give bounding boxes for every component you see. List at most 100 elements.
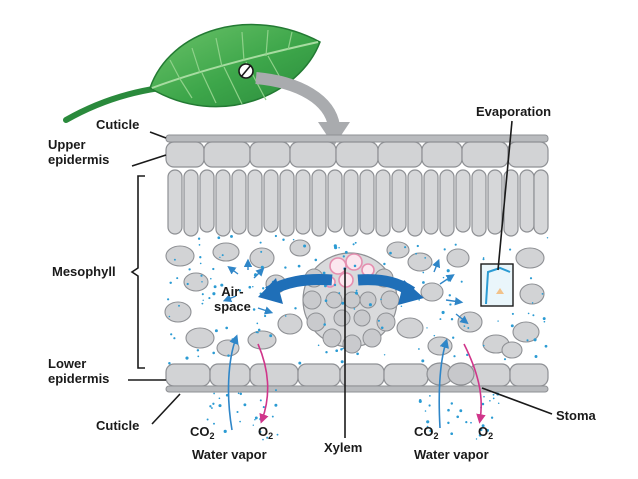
leader-cuticle-top xyxy=(149,131,167,139)
water-vapor-dot xyxy=(298,361,302,365)
subscript-2: 2 xyxy=(209,431,215,441)
water-vapor-dot xyxy=(196,349,200,352)
label-o2-left: O2 xyxy=(258,424,274,441)
water-vapor-dot xyxy=(218,404,222,408)
water-vapor-dot xyxy=(255,331,258,334)
water-vapor-dot xyxy=(466,353,469,357)
label-cuticle-top: Cuticle xyxy=(96,117,140,132)
water-vapor-dot xyxy=(356,352,359,356)
water-vapor-dot xyxy=(197,237,201,240)
water-vapor-dot xyxy=(482,258,485,261)
label-mesophyll: Mesophyll xyxy=(52,264,116,279)
water-vapor-dot xyxy=(418,399,422,403)
water-vapor-dot xyxy=(449,303,452,306)
water-vapor-dot xyxy=(210,277,212,280)
water-vapor-dot xyxy=(426,327,428,329)
water-vapor-dot xyxy=(274,403,278,407)
leader-stoma xyxy=(481,387,553,415)
water-vapor-dot xyxy=(475,438,478,440)
water-vapor-dot xyxy=(275,389,277,392)
water-vapor-dot xyxy=(355,292,358,295)
water-vapor-dot xyxy=(325,350,328,354)
water-vapor-dot xyxy=(483,395,485,398)
water-vapor-dot xyxy=(389,251,392,255)
water-vapor-dot xyxy=(418,299,420,301)
water-vapor-dot xyxy=(201,302,204,305)
water-vapor-dot xyxy=(212,267,215,271)
water-vapor-dot xyxy=(243,403,247,407)
label-co2-left: CO2 xyxy=(190,424,215,441)
water-vapor-dot xyxy=(465,421,468,424)
water-vapor-dot xyxy=(259,241,262,244)
water-vapor-dot xyxy=(424,410,427,412)
water-vapor-dot xyxy=(213,285,217,289)
water-vapor-dot xyxy=(197,355,200,358)
water-vapor-dot xyxy=(269,334,273,338)
subscript-2: 2 xyxy=(488,431,494,441)
water-vapor-dot xyxy=(479,428,483,432)
water-vapor-dot xyxy=(303,244,307,248)
water-vapor-dot xyxy=(170,333,173,336)
water-vapor-dot xyxy=(202,299,204,302)
vascular-bundle xyxy=(302,252,400,354)
water-vapor-dot xyxy=(541,292,544,295)
water-vapor-dot xyxy=(252,424,255,426)
water-vapor-dot xyxy=(282,238,285,242)
water-vapor-dot xyxy=(169,281,172,285)
water-vapor-dot xyxy=(254,418,256,421)
palisade-mesophyll xyxy=(167,169,549,237)
leader-upper-epidermis xyxy=(131,154,167,167)
water-vapor-dot xyxy=(168,315,171,318)
water-vapor-dot xyxy=(210,407,213,409)
leaf-icon xyxy=(63,23,321,123)
water-vapor-dot xyxy=(252,308,256,311)
water-vapor-dot xyxy=(533,338,537,342)
water-vapor-dot xyxy=(200,274,203,277)
water-vapor-dot xyxy=(260,265,264,269)
water-vapor-dot xyxy=(284,266,287,269)
water-vapor-dot xyxy=(297,264,301,268)
subscript-2: 2 xyxy=(433,431,439,441)
water-vapor-dot xyxy=(220,283,224,287)
water-vapor-dot xyxy=(209,405,212,408)
water-vapor-dot xyxy=(218,397,221,400)
water-vapor-dot xyxy=(262,406,265,409)
water-vapor-dot xyxy=(534,355,538,358)
water-vapor-dot xyxy=(323,323,326,326)
label-lower-epidermis: Lower epidermis xyxy=(48,356,110,386)
water-vapor-dot xyxy=(478,433,482,437)
water-vapor-dot xyxy=(294,307,297,310)
water-vapor-dot xyxy=(404,246,407,249)
water-vapor-dot xyxy=(223,429,227,433)
lower-cuticle xyxy=(165,385,549,393)
water-vapor-dot xyxy=(201,281,203,283)
evaporation-inset xyxy=(480,263,514,307)
water-vapor-dot xyxy=(217,236,221,240)
water-vapor-dot xyxy=(212,351,215,355)
water-vapor-dot xyxy=(368,303,372,307)
water-vapor-dot xyxy=(490,416,494,419)
water-vapor-dot xyxy=(342,255,345,258)
water-vapor-dot xyxy=(497,320,499,322)
o2-out-arrow-left xyxy=(257,343,269,424)
water-vapor-dot xyxy=(340,348,343,351)
water-vapor-dot xyxy=(459,409,463,413)
co2-in-arrow-left xyxy=(227,334,239,431)
water-vapor-dot xyxy=(442,276,445,279)
water-vapor-dot xyxy=(252,285,254,288)
water-vapor-dot xyxy=(213,422,215,425)
diffusion-arrows xyxy=(222,258,469,325)
label-co2-right: CO2 xyxy=(414,424,439,441)
water-vapor-dot xyxy=(433,334,436,337)
water-vapor-dot xyxy=(199,262,202,265)
water-vapor-dot xyxy=(400,305,403,307)
water-vapor-dot xyxy=(248,285,252,289)
water-vapor-dot xyxy=(441,310,445,315)
water-vapor-dot xyxy=(352,243,355,246)
water-vapor-dot xyxy=(489,399,491,402)
label-upper-epidermis: Upper epidermis xyxy=(48,137,110,167)
water-vapor-dot xyxy=(416,244,419,248)
water-vapor-dot xyxy=(206,418,209,421)
label-o2-right: O2 xyxy=(478,424,494,441)
